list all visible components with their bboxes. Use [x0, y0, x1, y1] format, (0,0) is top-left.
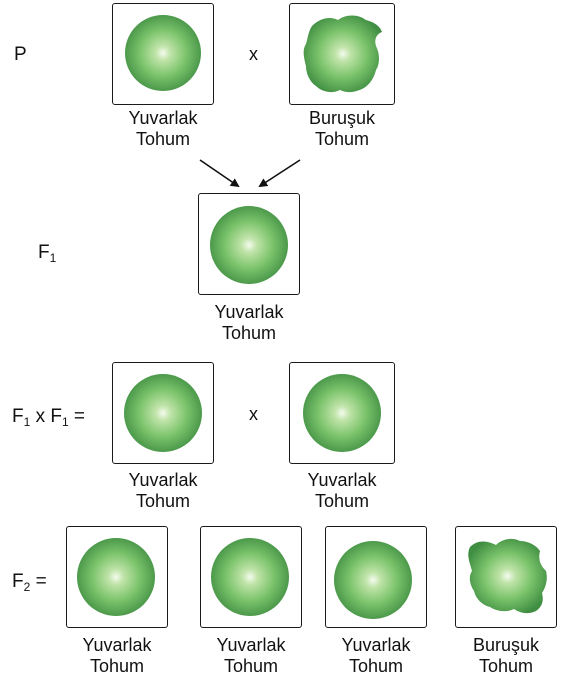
p-round-seed-label: Yuvarlak Tohum: [98, 108, 228, 150]
f1-row-label: F1: [38, 242, 56, 265]
p-cross-symbol: x: [249, 44, 258, 65]
f2-seed-label-1: Yuvarlak Tohum: [52, 635, 182, 677]
p-wrinkled-seed-label: Buruşuk Tohum: [277, 108, 407, 150]
cross-arrows: [190, 150, 310, 195]
right-arrow-icon: [260, 160, 300, 186]
left-arrow-icon: [200, 160, 238, 186]
f1-seed-label: Yuvarlak Tohum: [184, 302, 314, 344]
f2-seed-label-4: Buruşuk Tohum: [441, 635, 566, 677]
f2-seed-box-3: [325, 526, 427, 628]
round-seed-icon: [326, 527, 426, 627]
round-seed-icon: [199, 194, 299, 294]
f1xf1-left-seed-box: [112, 362, 214, 464]
f2-seed-box-4: [455, 526, 557, 628]
round-seed-icon: [67, 527, 167, 627]
f1-round-seed-box: [198, 193, 300, 295]
round-seed-icon: [113, 363, 213, 463]
round-seed-icon: [113, 4, 213, 104]
wrinkled-seed-icon: [290, 4, 394, 104]
f2-seed-label-2: Yuvarlak Tohum: [186, 635, 316, 677]
f1xf1-left-seed-label: Yuvarlak Tohum: [98, 470, 228, 512]
p-wrinkled-seed-box: [289, 3, 395, 105]
p-row-label: P: [14, 44, 27, 66]
p-round-seed-box: [112, 3, 214, 105]
f2-seed-box-1: [66, 526, 168, 628]
round-seed-icon: [201, 527, 301, 627]
wrinkled-seed-icon: [456, 527, 556, 627]
f1xf1-right-seed-label: Yuvarlak Tohum: [277, 470, 407, 512]
f1xf1-right-seed-box: [289, 362, 395, 464]
f2-row-label: F2 =: [12, 571, 47, 594]
f1xf1-cross-symbol: x: [249, 404, 258, 425]
f2-seed-label-3: Yuvarlak Tohum: [311, 635, 441, 677]
f1xf1-row-label: F1 x F1 =: [12, 406, 85, 429]
f2-seed-box-2: [200, 526, 302, 628]
round-seed-icon: [290, 363, 394, 463]
